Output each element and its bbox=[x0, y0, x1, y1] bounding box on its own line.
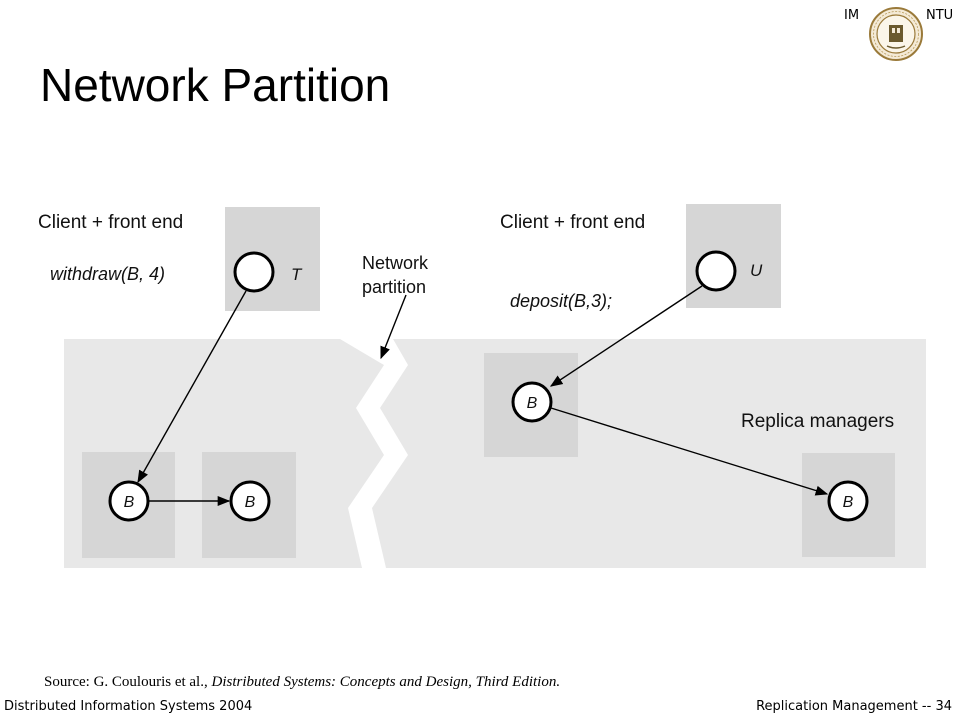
replica-node-label: B bbox=[843, 494, 854, 511]
arrow-t-to-b bbox=[137, 290, 247, 484]
right-client-box bbox=[686, 204, 781, 308]
source-prefix: Source: G. Coulouris et al., bbox=[44, 674, 212, 690]
replica-node-left-2: B bbox=[229, 480, 271, 522]
header-logo: IM NTU bbox=[838, 4, 956, 64]
logo-im-text: IM bbox=[844, 8, 860, 23]
left-op-label: withdraw(B, 4) bbox=[50, 264, 165, 284]
replica-node-label: B bbox=[245, 494, 256, 511]
right-client-label: Client + front end bbox=[500, 212, 645, 233]
right-client-node bbox=[695, 250, 737, 292]
slide-title: Network Partition bbox=[40, 59, 391, 111]
partition-label-line1: Network bbox=[362, 253, 429, 273]
right-op-label: deposit(B,3); bbox=[510, 291, 612, 311]
replica-node-right-1: B bbox=[511, 381, 553, 423]
left-tx-label: T bbox=[291, 265, 303, 284]
partition-gap bbox=[340, 339, 408, 568]
logo-ntu-text: NTU bbox=[926, 8, 954, 23]
source-book-title: Distributed Systems: Concepts and Design… bbox=[211, 674, 561, 690]
left-client-node bbox=[233, 251, 275, 293]
footer-section: Replication Management -- 34 bbox=[756, 699, 952, 714]
replica-node-right-2: B bbox=[827, 480, 869, 522]
university-seal-icon bbox=[869, 7, 923, 61]
replica-managers-label: Replica managers bbox=[741, 411, 894, 432]
source-citation: Source: G. Coulouris et al., Distributed… bbox=[44, 674, 560, 691]
partition-label-line2: partition bbox=[362, 277, 426, 297]
replica-node-label: B bbox=[124, 494, 135, 511]
arrow-b-to-b-right bbox=[550, 407, 829, 496]
left-client-label: Client + front end bbox=[38, 212, 183, 233]
right-tx-label: U bbox=[750, 261, 763, 280]
replica-node-left-1: B bbox=[108, 480, 150, 522]
footer-course: Distributed Information Systems 2004 bbox=[4, 699, 253, 714]
replica-node-label: B bbox=[527, 395, 538, 412]
arrow-u-to-b bbox=[549, 285, 703, 387]
partition-pointer-arrow bbox=[380, 294, 407, 360]
